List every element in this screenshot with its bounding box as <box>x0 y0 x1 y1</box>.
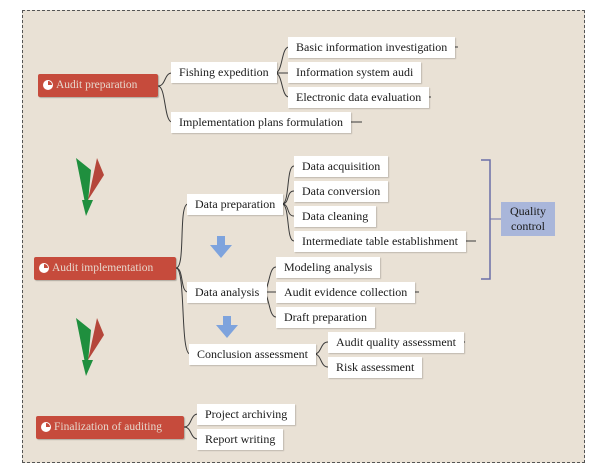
node-basic-information-investigation: Basic information investigation <box>288 37 456 58</box>
blue-arrow-2 <box>216 316 238 338</box>
phase-finalization-of-auditing: Finalization of auditing <box>36 416 184 439</box>
node-report-writing: Report writing <box>197 429 284 450</box>
connector-dp-conversion <box>281 190 360 205</box>
phase-audit-implementation: Audit implementation <box>34 257 176 280</box>
node-audit-quality-assessment: Audit quality assessment <box>328 332 464 353</box>
connector-ca-quality <box>313 341 465 355</box>
node-conclusion-assessment: Conclusion assessment <box>189 344 316 365</box>
phase-marker-icon <box>43 80 53 90</box>
node-project-archiving: Project archiving <box>197 404 296 425</box>
phase-marker-icon <box>41 422 51 432</box>
node-risk-assessment: Risk assessment <box>328 357 423 378</box>
quality-control-box: Quality control <box>501 202 555 236</box>
node-fishing-expedition: Fishing expedition <box>171 62 277 83</box>
node-data-conversion: Data conversion <box>294 181 389 202</box>
node-modeling-analysis: Modeling analysis <box>276 257 381 278</box>
node-draft-preparation: Draft preparation <box>276 307 375 328</box>
node-data-analysis: Data analysis <box>187 282 268 303</box>
phase-audit-preparation: Audit preparation <box>38 74 158 97</box>
node-electronic-data-evaluation: Electronic data evaluation <box>288 87 430 108</box>
phase-arrow-1 <box>76 158 104 216</box>
phase-label: Audit preparation <box>56 79 138 91</box>
connector-dp-acquisition <box>281 165 360 205</box>
blue-arrow-1 <box>210 236 232 258</box>
node-intermediate-table-establishment: Intermediate table establishment <box>294 231 466 252</box>
node-data-cleaning: Data cleaning <box>294 206 377 227</box>
node-audit-evidence-collection: Audit evidence collection <box>276 282 416 303</box>
phase-arrow-2 <box>76 318 104 376</box>
node-data-acquisition: Data acquisition <box>294 156 389 177</box>
connector-dp-intermediate <box>281 203 476 242</box>
node-data-preparation: Data preparation <box>187 194 284 215</box>
node-information-system-audit: Information system audi <box>288 62 422 83</box>
node-implementation-plans-formulation: Implementation plans formulation <box>171 112 351 133</box>
connector-ca-risk <box>313 353 420 368</box>
quality-control-bracket <box>481 159 491 280</box>
phase-label: Audit implementation <box>52 262 154 274</box>
phase-label: Finalization of auditing <box>54 421 162 433</box>
phase-marker-icon <box>39 263 49 273</box>
